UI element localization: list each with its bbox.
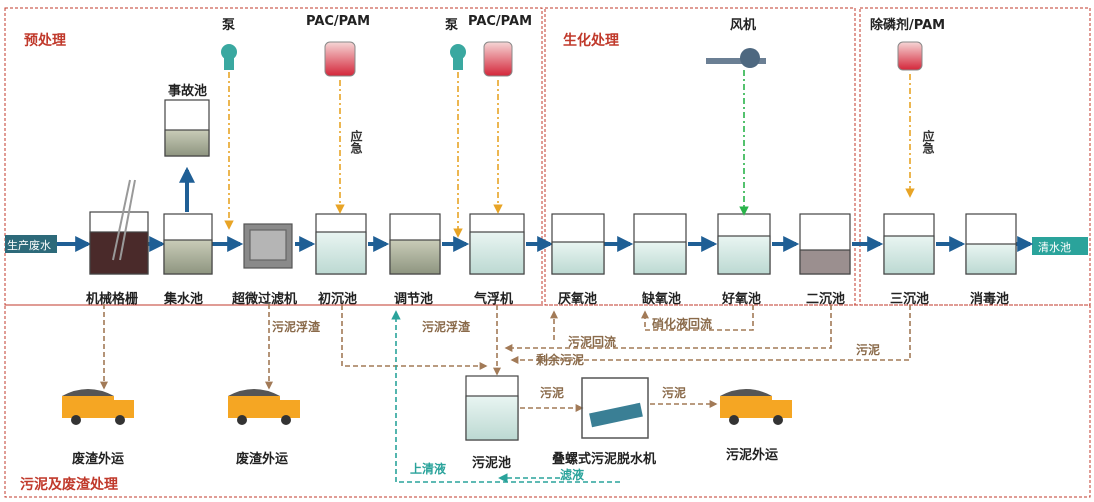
section-title-sludge: 污泥及废渣处理 bbox=[20, 477, 118, 493]
unit-label-daf: 气浮机 bbox=[474, 292, 514, 307]
flow-label-sludge-return: 污泥回流 bbox=[568, 335, 617, 349]
unit-label-anoxic: 缺氧池 bbox=[642, 292, 682, 307]
flow-label-nitrate-return: 硝化液回流 bbox=[652, 317, 713, 331]
unit-label-grille: 机械格栅 bbox=[86, 292, 139, 307]
tanks bbox=[89, 99, 1017, 441]
pac-pam-label-2: PAC/PAM bbox=[468, 14, 533, 29]
raw-water-tag bbox=[5, 235, 57, 253]
unit-label-disinfection: 消毒池 bbox=[970, 292, 1010, 307]
unit-label-anaerobic: 厌氧池 bbox=[558, 292, 598, 307]
dosing-equipment bbox=[221, 41, 923, 77]
flow-label-sludge-to-press: 污泥 bbox=[540, 386, 565, 400]
blower-label: 风机 bbox=[730, 18, 757, 33]
flow-label-sludge-from-press: 污泥 bbox=[662, 386, 687, 400]
pump-label-2: 泵 bbox=[445, 18, 459, 33]
emergency-label-2: 应急 bbox=[921, 130, 935, 154]
pretreatment-section-border bbox=[4, 7, 543, 306]
clean-water-tag bbox=[1032, 237, 1088, 255]
flow-label-sludge-right: 污泥 bbox=[856, 343, 881, 357]
dosing-lines bbox=[224, 72, 915, 238]
sludge-transport-label: 污泥外运 bbox=[726, 448, 779, 463]
screw-press-label: 叠螺式污泥脱水机 bbox=[552, 452, 657, 467]
accident-pool-label: 事故池 bbox=[168, 84, 208, 99]
unit-label-filter: 超微过滤机 bbox=[232, 292, 298, 307]
waste-transport-label-1: 废渣外运 bbox=[72, 452, 125, 467]
unit-label-tertiary: 三沉池 bbox=[890, 292, 930, 307]
pump-label-1: 泵 bbox=[222, 18, 236, 33]
raw-water-label: 生产废水 bbox=[7, 239, 51, 252]
waste-transport-label-2: 废渣外运 bbox=[236, 452, 289, 467]
flow-label-sludge-scum-1: 污泥浮渣 bbox=[272, 320, 321, 334]
main-flow-arrows bbox=[57, 166, 1034, 252]
unit-label-equalization: 调节池 bbox=[394, 292, 434, 307]
screw-press bbox=[581, 377, 649, 439]
emergency-label-1: 应急 bbox=[349, 130, 363, 154]
pac-pam-label-1: PAC/PAM bbox=[306, 14, 371, 29]
flow-label-supernatant: 上清液 bbox=[410, 462, 447, 476]
clean-water-label: 清水池 bbox=[1038, 241, 1071, 254]
sludge-flow-lines bbox=[100, 304, 911, 412]
phosphorus-pam-label: 除磷剂/PAM bbox=[870, 18, 946, 33]
section-title-biochemical: 生化处理 bbox=[563, 33, 619, 49]
unit-label-secondary: 二沉池 bbox=[806, 292, 846, 307]
unit-label-aerobic: 好氧池 bbox=[722, 292, 762, 307]
flow-label-sludge-scum-2: 污泥浮渣 bbox=[422, 320, 471, 334]
supernatant-lines bbox=[391, 310, 620, 483]
flow-label-excess-sludge: 剩余污泥 bbox=[536, 353, 585, 367]
unit-label-collection: 集水池 bbox=[164, 292, 204, 307]
sludge-section-border bbox=[4, 304, 1091, 498]
section-title-pretreatment: 预处理 bbox=[24, 33, 66, 49]
trucks bbox=[62, 389, 792, 425]
unit-label-primary: 初沉池 bbox=[318, 292, 358, 307]
flow-label-filtrate: 滤液 bbox=[560, 468, 585, 482]
sludge-pool-label: 污泥池 bbox=[472, 456, 512, 471]
